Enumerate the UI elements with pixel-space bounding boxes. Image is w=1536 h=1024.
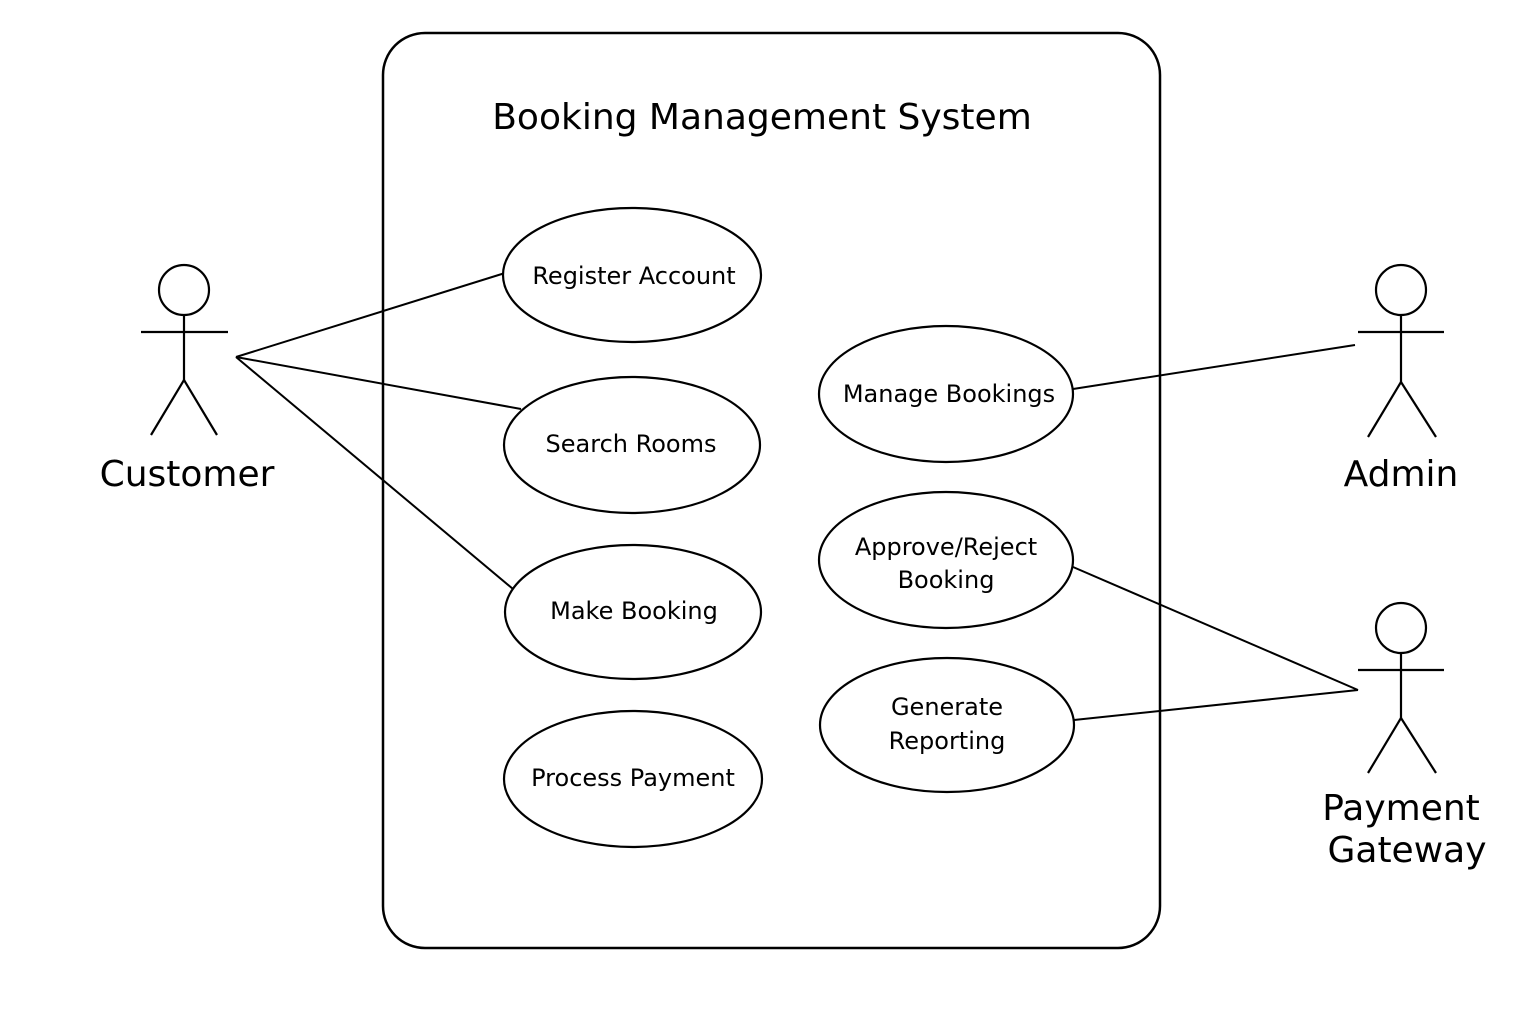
use-case-label: Reporting <box>889 727 1006 755</box>
use-case-ellipse <box>502 709 764 849</box>
stick-figure-icon <box>1358 601 1444 774</box>
system-boundary <box>381 31 1162 950</box>
use-case-label: Register Account <box>532 262 735 290</box>
system-title: Booking Management System <box>492 97 1032 138</box>
use-case-label: Make Booking <box>550 597 718 625</box>
use-case-register-account[interactable]: Register Account <box>501 206 763 344</box>
actor-label: Gateway <box>1327 830 1486 871</box>
use-case-label: Booking <box>898 566 995 594</box>
use-case-ellipse <box>817 490 1075 630</box>
association-payment-gateway-generate-reporting <box>1073 689 1359 721</box>
use-case-ellipse <box>501 206 763 344</box>
use-case-search-rooms[interactable]: Search Rooms <box>502 375 762 515</box>
use-case-ellipse <box>502 375 762 515</box>
use-case-label: Search Rooms <box>546 430 717 458</box>
actor-customer[interactable]: Customer <box>100 263 275 495</box>
use-case-manage-bookings[interactable]: Manage Bookings <box>817 324 1075 464</box>
use-case-ellipse <box>503 543 763 681</box>
use-case-label: Manage Bookings <box>843 380 1055 408</box>
association-payment-gateway-approve-reject <box>1072 566 1359 691</box>
use-case-label: Generate <box>891 693 1003 721</box>
use-case-label: Process Payment <box>531 764 735 792</box>
association-admin-manage-bookings <box>1072 344 1356 390</box>
actor-payment-gateway[interactable]: Payment Gateway <box>1322 601 1487 871</box>
association-customer-register-account <box>235 272 506 358</box>
use-case-make-booking[interactable]: Make Booking <box>503 543 763 681</box>
actor-admin[interactable]: Admin <box>1344 263 1459 495</box>
actor-label: Admin <box>1344 454 1459 495</box>
actor-label: Payment <box>1322 788 1480 829</box>
use-case-ellipse <box>818 656 1076 794</box>
stick-figure-icon <box>1358 263 1444 438</box>
use-case-process-payment[interactable]: Process Payment <box>502 709 764 849</box>
stick-figure-icon <box>141 263 228 436</box>
association-customer-make-booking <box>235 356 514 590</box>
use-case-generate-reporting[interactable]: Generate Reporting <box>818 656 1076 794</box>
use-case-approve-reject-booking[interactable]: Approve/Reject Booking <box>817 490 1075 630</box>
use-case-ellipse <box>817 324 1075 464</box>
use-case-label: Approve/Reject <box>855 533 1037 561</box>
actor-label: Customer <box>100 454 275 495</box>
association-customer-search-rooms <box>235 356 522 410</box>
